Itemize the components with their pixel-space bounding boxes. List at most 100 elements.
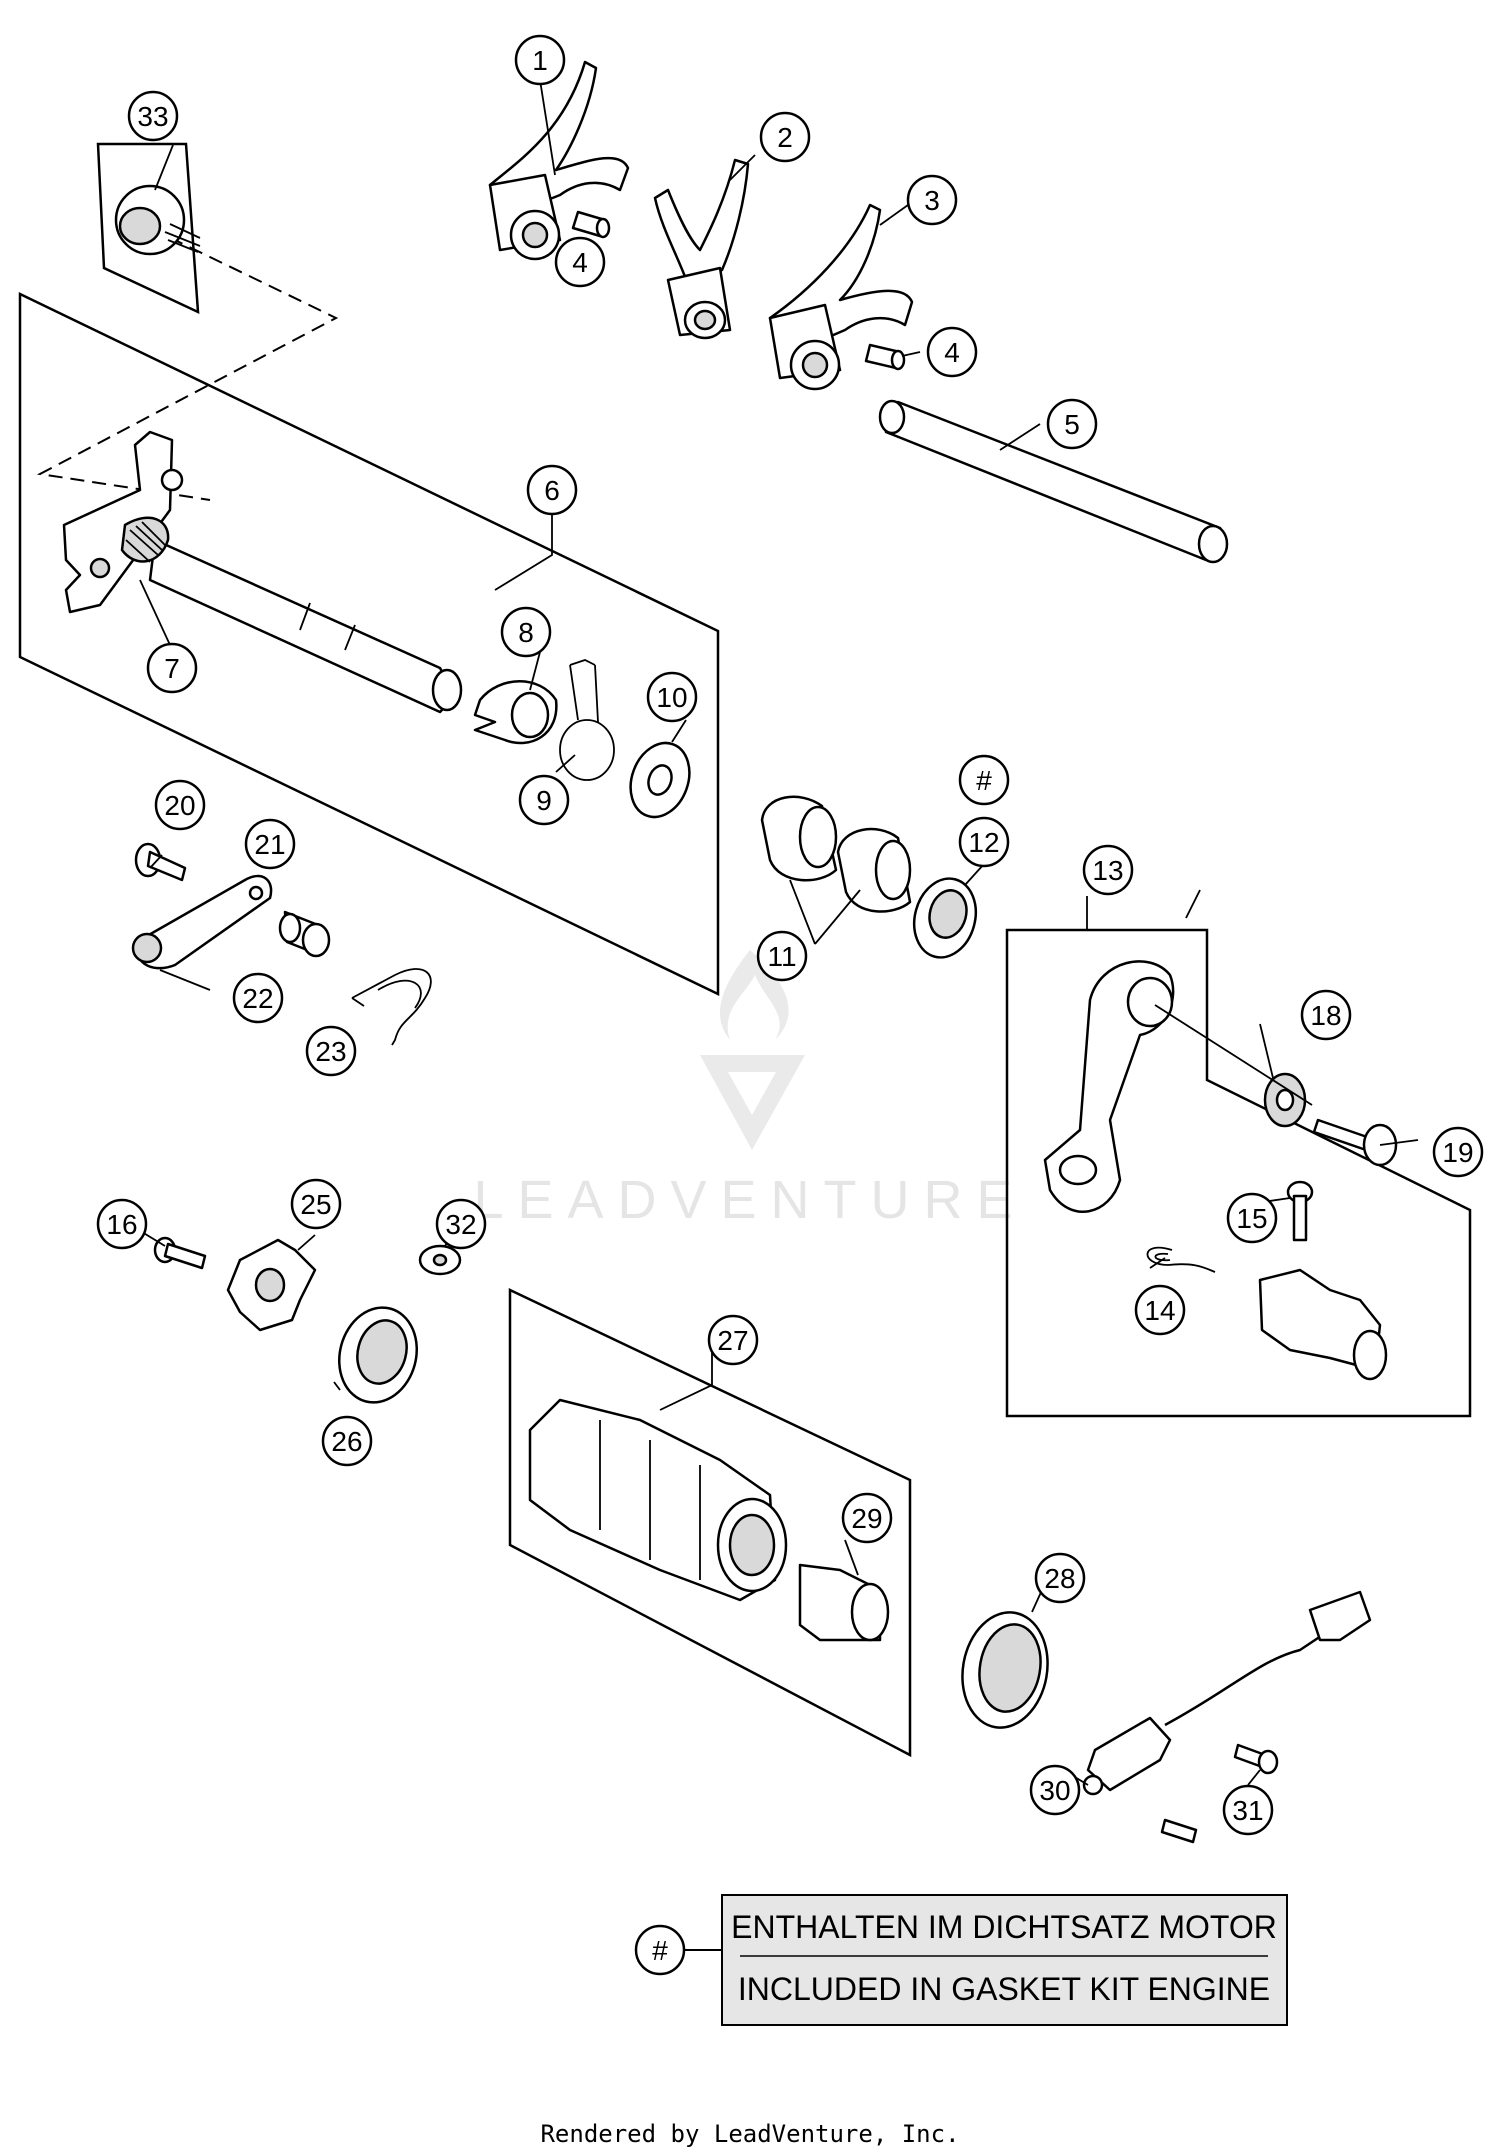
callout-circle: [756, 930, 808, 982]
callout-label: 21: [254, 829, 285, 860]
callout-c6: 6: [526, 464, 578, 516]
callout-circle: [96, 1198, 148, 1250]
callout-c9: 9: [518, 774, 570, 826]
callout-label: 33: [137, 101, 168, 132]
reference-dashed-line: [36, 227, 339, 501]
part-26-drawing: [337, 1306, 419, 1404]
callout-circle: [1134, 1284, 1186, 1336]
part-22-drawing: [278, 910, 331, 958]
part-13-drawing: [1043, 960, 1175, 1213]
callout-label: 19: [1442, 1137, 1473, 1168]
callout-label: 4: [572, 247, 588, 278]
legend-symbol: #: [652, 1935, 668, 1966]
callout-c12: 12: [958, 816, 1010, 868]
callout-label: 20: [164, 790, 195, 821]
part-5-drawing: [878, 399, 1229, 564]
part-15-drawing: [1286, 1180, 1314, 1242]
callout-label: 26: [331, 1426, 362, 1457]
callout-circle: [906, 174, 958, 226]
part-25-drawing: [226, 1238, 317, 1332]
callout-c30: 30: [1029, 1764, 1081, 1816]
part-21-drawing: [131, 874, 273, 970]
callout-label: 31: [1232, 1795, 1263, 1826]
part-3-drawing: [768, 203, 914, 391]
callout-c25: 25: [290, 1178, 342, 1230]
callout-c16: 16: [96, 1198, 148, 1250]
callout-circle: [1046, 398, 1098, 450]
callout-circle: [244, 818, 296, 870]
part-8-drawing: [473, 680, 558, 745]
callout-circle: [321, 1415, 373, 1467]
part-32-drawing: [418, 1244, 462, 1276]
part-16-drawing: [153, 1236, 207, 1270]
callout-label: 8: [518, 617, 534, 648]
callout-circle: [146, 642, 198, 694]
part-31-drawing: [1233, 1743, 1279, 1775]
callout-label: 10: [656, 682, 687, 713]
callout-circle: [1226, 1192, 1278, 1244]
callout-circle: [926, 326, 978, 378]
callout-circle: [1222, 1784, 1274, 1836]
legend-box: [721, 1894, 1288, 2026]
part-11-drawing: [760, 795, 912, 913]
callout-label: 2: [777, 122, 793, 153]
callout-c12hash: #: [958, 754, 1010, 806]
part-19-drawing: [1312, 1118, 1398, 1167]
callout-circle: [1029, 1764, 1081, 1816]
callout-c21: 21: [244, 818, 296, 870]
part-27-drawing: [528, 1398, 788, 1602]
callout-c20: 20: [154, 779, 206, 831]
callout-label: 28: [1044, 1563, 1075, 1594]
callout-circle: [1300, 989, 1352, 1041]
callout-circle: [554, 236, 606, 288]
callout-label: 22: [242, 983, 273, 1014]
part-18-drawing: [1263, 1072, 1307, 1128]
callout-c2: 2: [759, 111, 811, 163]
callout-label: 13: [1092, 855, 1123, 886]
callout-label: 15: [1236, 1203, 1267, 1234]
callout-circle: [707, 1314, 759, 1366]
callout-circle: [435, 1198, 487, 1250]
callout-label: 18: [1310, 1000, 1341, 1031]
callout-circle: [1432, 1126, 1484, 1178]
legend-line-de: ENTHALTEN IM DICHTSATZ MOTOR: [731, 1909, 1277, 1945]
callout-c15: 15: [1226, 1192, 1278, 1244]
callout-circle: [518, 774, 570, 826]
group-frame-33: [96, 142, 200, 315]
part-29-drawing: [798, 1563, 890, 1642]
callout-circle: [646, 671, 698, 723]
callout-c31: 31: [1222, 1784, 1274, 1836]
callout-circle: [154, 779, 206, 831]
callout-label: 3: [924, 185, 940, 216]
callout-label: 4: [944, 337, 960, 368]
callout-circle: [958, 754, 1010, 806]
callout-label: 12: [968, 827, 999, 858]
part-4b-drawing: [864, 343, 906, 371]
callout-circle: [500, 606, 552, 658]
callout-c32: 32: [435, 1198, 487, 1250]
part-2-drawing: [653, 158, 750, 340]
callout-label: 5: [1064, 409, 1080, 440]
callout-c27: 27: [707, 1314, 759, 1366]
callout-label: 23: [315, 1036, 346, 1067]
callout-c22: 22: [232, 972, 284, 1024]
part-33-drawing: [114, 184, 201, 256]
callout-c26: 26: [321, 1415, 373, 1467]
watermark-v-icon: [700, 1055, 805, 1150]
part-7-drawing: [125, 521, 167, 563]
callout-label: 7: [164, 653, 180, 684]
callout-c28: 28: [1034, 1552, 1086, 1604]
callout-circle: [514, 34, 566, 86]
callout-circle: [526, 464, 578, 516]
callout-label: 30: [1039, 1775, 1070, 1806]
part-4a-drawing: [571, 210, 611, 239]
callout-c4b: 4: [926, 326, 978, 378]
part-12-drawing: [912, 877, 978, 959]
callout-label: 25: [300, 1189, 331, 1220]
callout-c33: 33: [127, 90, 179, 142]
callout-c3: 3: [906, 174, 958, 226]
callout-circle: [841, 1492, 893, 1544]
part-9-drawing: [559, 659, 615, 781]
callout-c14: 14: [1134, 1284, 1186, 1336]
